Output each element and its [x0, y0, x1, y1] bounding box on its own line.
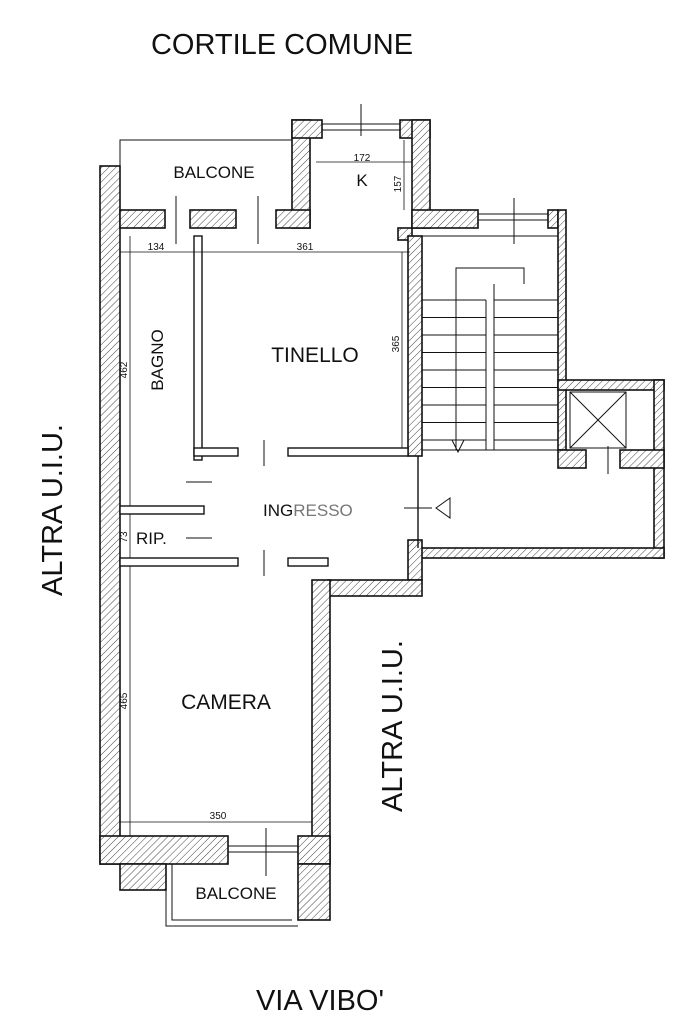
room-rip: RIP. — [136, 529, 167, 548]
dim-camera-depth: 465 — [119, 692, 130, 709]
room-tinello: TINELLO — [271, 344, 359, 367]
room-balcone-top: BALCONE — [173, 163, 254, 182]
room-balcone-bottom: BALCONE — [195, 884, 276, 903]
dim-tinello-width: 361 — [297, 242, 314, 253]
room-camera: CAMERA — [181, 691, 271, 714]
elevator — [569, 391, 627, 449]
room-kitchen: K — [356, 171, 368, 190]
label-altra-uiu-right: ALTRA U.I.U. — [377, 640, 409, 812]
staircase — [421, 235, 559, 454]
dim-tinello-depth: 365 — [391, 335, 402, 352]
exterior-walls — [99, 119, 665, 921]
door-marks — [186, 440, 451, 576]
dim-rip-depth: 73 — [119, 531, 130, 543]
dimension-lines — [120, 140, 412, 836]
room-ingresso: INGRESSO — [263, 501, 353, 520]
room-bagno: BAGNO — [148, 329, 167, 390]
dim-kitchen-depth: 157 — [393, 175, 404, 192]
dim-bagno-width: 134 — [148, 242, 165, 253]
dim-camera-width: 350 — [210, 811, 227, 822]
label-cortile-comune: CORTILE COMUNE — [151, 29, 413, 61]
balconies — [119, 139, 298, 927]
dim-bagno-depth: 462 — [119, 361, 130, 378]
internal-walls — [119, 235, 419, 567]
label-altra-uiu-left: ALTRA U.I.U. — [37, 424, 69, 596]
dim-kitchen-width: 172 — [354, 153, 371, 164]
label-via-vibo: VIA VIBO' — [256, 985, 384, 1017]
